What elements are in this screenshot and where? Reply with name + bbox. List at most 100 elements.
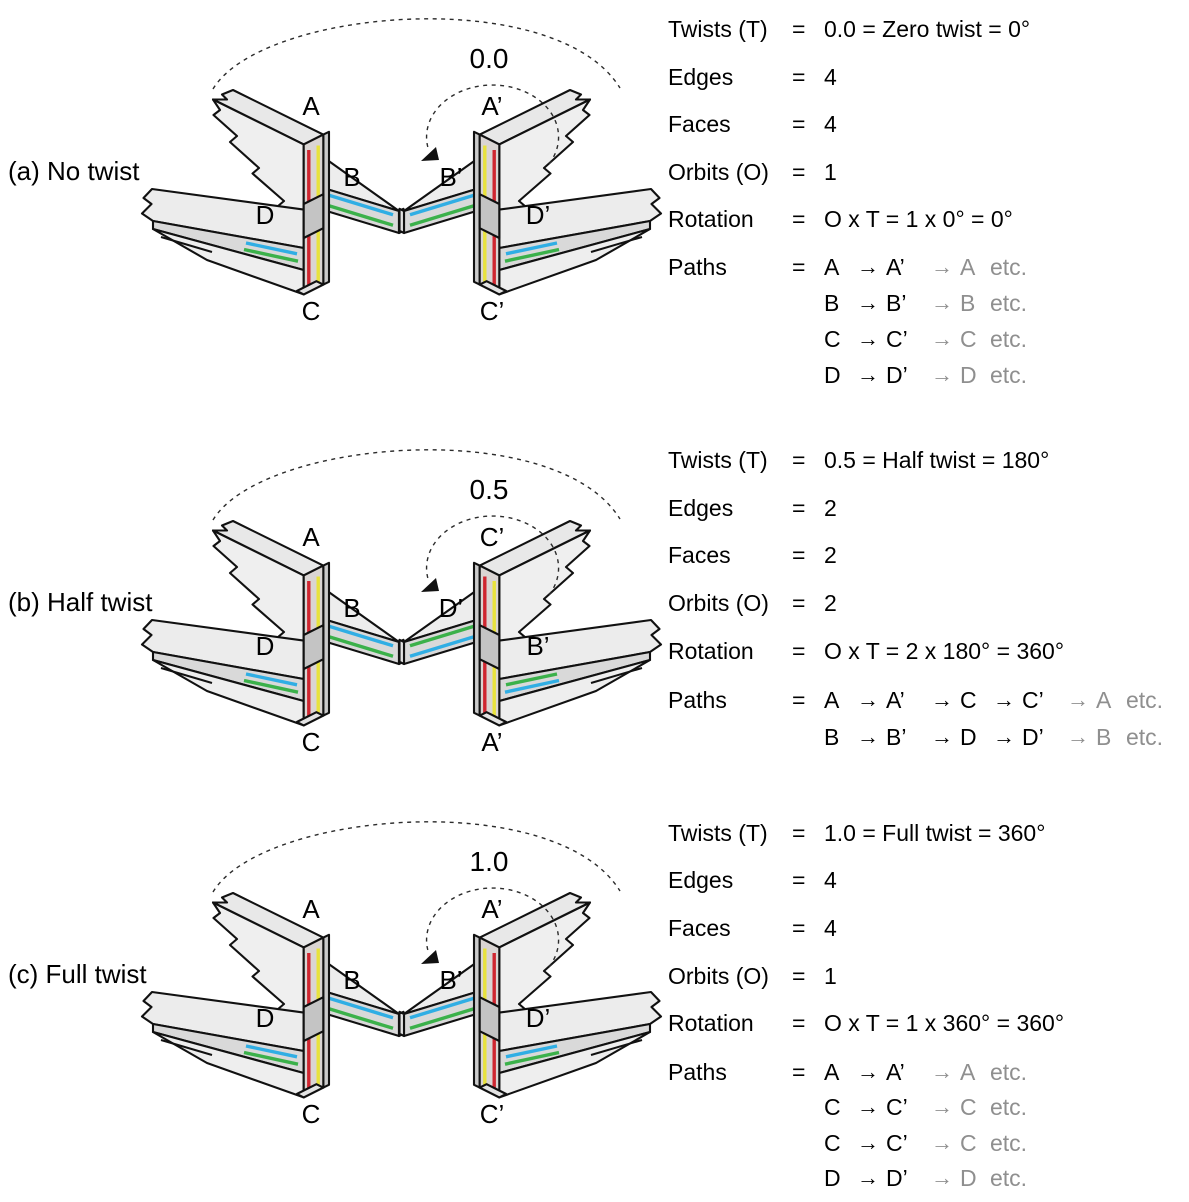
arrow-right-icon: →	[857, 254, 879, 279]
back-arm-stripe-top	[505, 672, 558, 687]
property-row: Rotation=O x T = 2 x 180° = 360°	[668, 636, 1064, 666]
property-label: Twists (T)	[668, 16, 768, 42]
right-cross-label-bottom: C’	[480, 1099, 505, 1129]
left-cross-label-bottom: C	[302, 1099, 321, 1129]
back-arm-stripe-bottom	[504, 1050, 560, 1066]
back-arm-stripe-top	[245, 1044, 298, 1059]
lower-edge-line	[160, 1039, 213, 1056]
left-cross-label-right: B	[343, 965, 360, 995]
property-row: Faces=2	[668, 540, 837, 570]
path-node: B’	[886, 724, 907, 750]
property-label: Twists (T)	[668, 447, 768, 473]
property-label: Rotation	[668, 1010, 754, 1036]
path-etc-label: etc.	[990, 290, 1028, 316]
twist-arc	[425, 887, 560, 968]
equals-sign: =	[792, 687, 806, 713]
front-arm-end-cap	[398, 638, 406, 666]
arrow-right-icon: →	[993, 724, 1015, 749]
path-node: B’	[886, 290, 907, 316]
path-node: D	[824, 1165, 841, 1191]
side-label-a: (a) No twist	[8, 156, 140, 186]
right-cross-label-top: A’	[481, 894, 502, 924]
equals-sign: =	[792, 590, 806, 616]
equals-sign: =	[792, 16, 806, 42]
property-label: Edges	[668, 495, 734, 521]
arrow-right-icon: →	[931, 326, 953, 351]
equals-sign: =	[792, 206, 806, 232]
front-arm-end-cap	[398, 207, 406, 235]
path-etc-label: etc.	[990, 1165, 1028, 1191]
arrow-right-icon: →	[857, 326, 879, 351]
bar-bottom-cap	[478, 1083, 508, 1099]
left-cross-label-bottom: C	[302, 296, 321, 326]
equals-sign: =	[792, 542, 806, 568]
front-arm-stripe-bottom	[328, 635, 394, 658]
loop-arc	[212, 18, 621, 90]
right-cross	[398, 88, 663, 296]
path-loop-node: A	[960, 254, 976, 280]
property-row: Rotation=O x T = 1 x 0° = 0°	[668, 204, 1013, 234]
property-value: 2	[824, 495, 837, 521]
front-arm-stripe-bottom	[409, 204, 475, 227]
property-row: Faces=4	[668, 109, 837, 139]
path-node: D	[960, 724, 977, 750]
property-row: Faces=4	[668, 913, 837, 943]
bar-bottom-cap	[295, 280, 325, 296]
arrow-right-icon: →	[931, 290, 953, 315]
property-label: Rotation	[668, 638, 754, 664]
right-cross-label-right: B’	[526, 631, 549, 661]
back-arm-stripe-bottom	[243, 678, 299, 694]
left-cross-label-top: A	[302, 522, 320, 552]
right-cross-label-left: B’	[439, 965, 462, 995]
path-loop-node: B	[960, 290, 976, 316]
path-loop-node: B	[1096, 724, 1112, 750]
back-arm-stripe-top	[245, 241, 298, 256]
front-arm-stripe-top	[328, 193, 394, 217]
path-node: B	[824, 290, 840, 316]
equals-sign: =	[792, 1059, 806, 1085]
loop-arc	[212, 821, 621, 893]
property-value: 1	[824, 159, 837, 185]
arrow-right-icon: →	[857, 1059, 879, 1084]
left-cross-label-right: B	[343, 593, 360, 623]
equals-sign: =	[792, 64, 806, 90]
side-label-b: (b) Half twist	[8, 587, 153, 617]
paths-label: Paths	[668, 254, 727, 280]
path-node: C	[960, 687, 977, 713]
paths-header-row: Paths=	[668, 252, 824, 282]
lower-edge-line	[160, 667, 213, 684]
diagram-canvas: ABCDA’B’D’C’0.0ABCDC’D’B’A’0.5ABCDA’B’D’…	[140, 18, 663, 1129]
property-row: Edges=2	[668, 493, 837, 523]
lower-edge-line	[160, 236, 213, 253]
arrow-right-icon: →	[931, 1059, 953, 1084]
twist-value-label: 0.0	[470, 43, 509, 74]
paths-header-row: Paths=	[668, 685, 824, 715]
property-label: Twists (T)	[668, 820, 768, 846]
center-square	[302, 996, 325, 1043]
equals-sign: =	[792, 159, 806, 185]
path-node: A’	[886, 1059, 905, 1085]
path-loop-node: C	[960, 1130, 977, 1156]
loop-arc	[212, 449, 621, 521]
back-arm-stripe-top	[505, 241, 558, 256]
twist-arc-arrowhead-icon	[421, 950, 439, 964]
back-arm-stripe-bottom	[504, 247, 560, 263]
lower-edge-line	[590, 667, 643, 684]
front-arm-stripe-top	[328, 624, 394, 648]
path-node: C’	[886, 1130, 908, 1156]
path-loop-node: A	[960, 1059, 976, 1085]
property-value: 0.5 = Half twist = 180°	[824, 447, 1050, 473]
equals-sign: =	[792, 915, 806, 941]
arrow-right-icon: →	[1067, 687, 1089, 712]
equals-sign: =	[792, 447, 806, 473]
front-arm-stripe-top	[409, 624, 475, 648]
property-value: 0.0 = Zero twist = 0°	[824, 16, 1031, 42]
equals-sign: =	[792, 963, 806, 989]
